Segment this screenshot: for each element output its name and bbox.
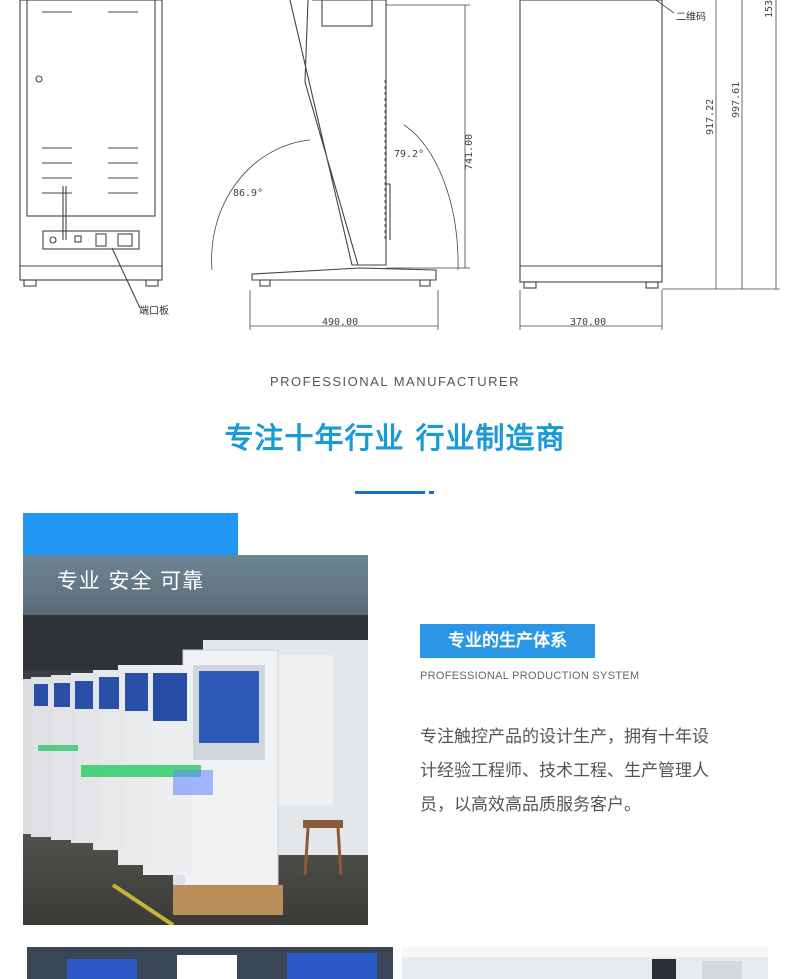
height-917-label: 917.22 bbox=[705, 99, 716, 135]
side-view-drawing bbox=[211, 0, 470, 330]
qr-code-label: 二维码 bbox=[676, 10, 706, 23]
factory-photo-illustration bbox=[23, 555, 368, 925]
height-153-label: 153 bbox=[764, 0, 775, 18]
width-370-label: 370.00 bbox=[570, 317, 606, 328]
kiosk-technical-drawings: 端口板 86.9° 79.2° 741.00 490.00 二维码 917.22… bbox=[19, 0, 780, 330]
tagline: PROFESSIONAL MANUFACTURER bbox=[269, 374, 521, 389]
factory-photo bbox=[23, 555, 368, 925]
headline-underline bbox=[355, 491, 425, 494]
back-view-drawing bbox=[519, 0, 780, 330]
angle-label-right: 79.2° bbox=[394, 149, 424, 160]
section-subtitle: PROFESSIONAL PRODUCTION SYSTEM bbox=[420, 670, 640, 682]
bottom-photo-right bbox=[402, 947, 768, 979]
port-panel-label: 端口板 bbox=[139, 304, 169, 317]
section-description: 专注触控产品的设计生产，拥有十年设计经验工程师、技术工程、生产管理人员，以高效高… bbox=[420, 727, 709, 815]
headline-underline-dot bbox=[429, 491, 434, 494]
width-490-label: 490.00 bbox=[322, 317, 358, 328]
height-741-label: 741.00 bbox=[464, 134, 475, 170]
photo-caption: 专业 安全 可靠 bbox=[56, 569, 205, 593]
height-997-label: 997.61 bbox=[731, 82, 742, 118]
angle-label-left: 86.9° bbox=[233, 188, 263, 199]
section-title: 专业的生产体系 bbox=[420, 624, 595, 658]
page-headline: 专注十年行业 行业制造商 bbox=[224, 421, 566, 455]
bottom-photo-left bbox=[27, 947, 393, 979]
front-view-drawing bbox=[19, 0, 163, 309]
